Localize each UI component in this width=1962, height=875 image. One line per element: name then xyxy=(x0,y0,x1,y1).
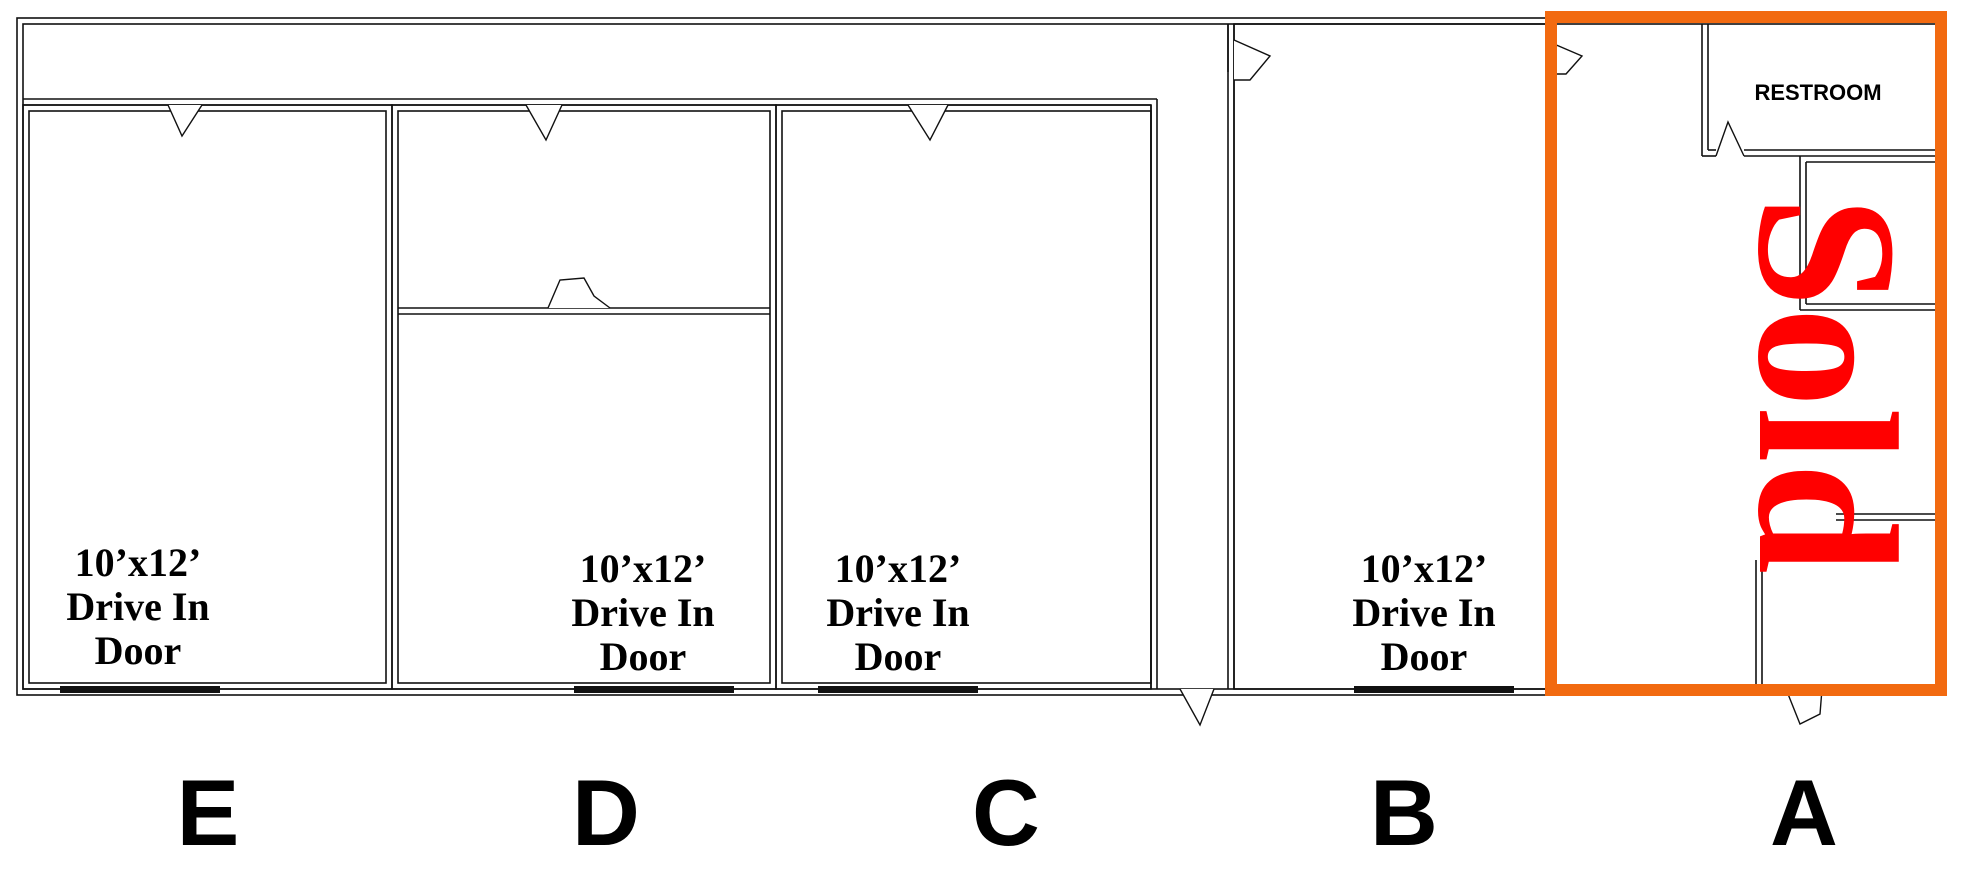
door-label-e: 10’x12’ Drive In Door xyxy=(66,540,209,673)
svg-text:10’x12’: 10’x12’ xyxy=(1361,546,1488,591)
svg-text:Drive In: Drive In xyxy=(826,590,969,635)
door-e xyxy=(167,104,203,138)
svg-text:Drive In: Drive In xyxy=(571,590,714,635)
door-c xyxy=(907,104,949,142)
unit-letter-e: E xyxy=(177,760,240,865)
svg-text:Door: Door xyxy=(600,634,687,679)
unit-letters: E D C B A xyxy=(177,760,1838,865)
drive-in-doors xyxy=(60,686,1514,693)
door-restroom xyxy=(1715,120,1745,157)
unit-letter-a: A xyxy=(1770,760,1838,865)
svg-text:Door: Door xyxy=(1381,634,1468,679)
svg-text:10’x12’: 10’x12’ xyxy=(75,540,202,585)
interior-doors xyxy=(167,39,1823,727)
svg-text:Drive In: Drive In xyxy=(66,584,209,629)
unit-letter-b: B xyxy=(1370,760,1438,865)
drive-in-door-d xyxy=(574,686,734,693)
svg-text:Door: Door xyxy=(855,634,942,679)
svg-text:10’x12’: 10’x12’ xyxy=(580,546,707,591)
door-a-bottom xyxy=(1785,688,1823,725)
drive-in-door-c xyxy=(818,686,978,693)
unit-letter-d: D xyxy=(572,760,640,865)
door-a-top xyxy=(1553,43,1584,75)
door-label-b: 10’x12’ Drive In Door xyxy=(1352,546,1495,679)
building-outline xyxy=(16,17,1947,696)
door-label-c: 10’x12’ Drive In Door xyxy=(826,546,969,679)
door-d-double xyxy=(547,277,611,309)
svg-text:Door: Door xyxy=(95,628,182,673)
door-corridor-bottom xyxy=(1179,688,1215,727)
door-d-upper xyxy=(525,104,563,142)
sold-stamp: Sold xyxy=(1716,196,1937,574)
unit-letter-c: C xyxy=(972,760,1040,865)
drive-in-door-b xyxy=(1354,686,1514,693)
sold-frame xyxy=(1545,11,1947,696)
door-corridor-top xyxy=(1233,39,1272,81)
door-label-d: 10’x12’ Drive In Door xyxy=(571,546,714,679)
svg-text:10’x12’: 10’x12’ xyxy=(835,546,962,591)
restroom-label: RESTROOM xyxy=(1754,80,1881,105)
svg-text:Drive In: Drive In xyxy=(1352,590,1495,635)
drive-in-door-e xyxy=(60,686,220,693)
